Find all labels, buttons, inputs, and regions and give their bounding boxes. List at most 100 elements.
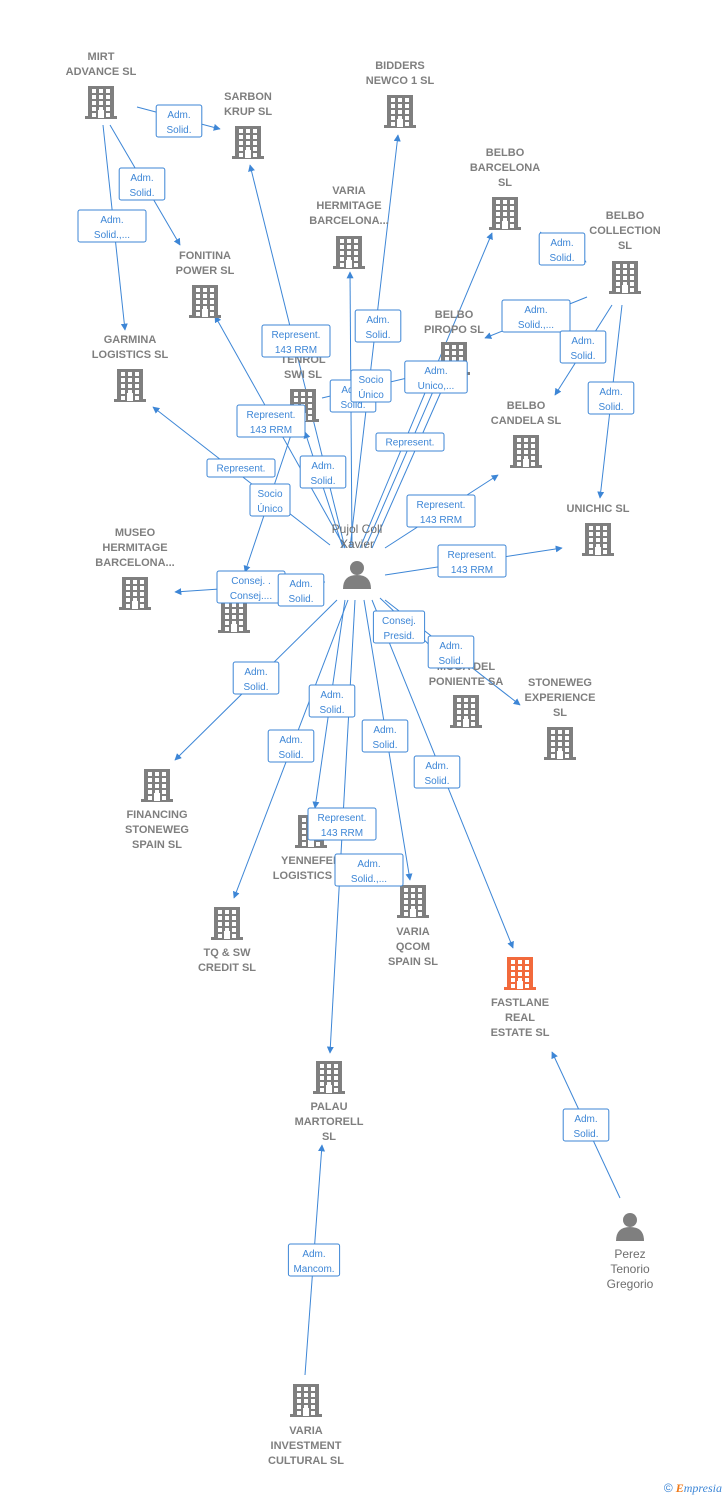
relation-label-line: Solid. — [438, 656, 463, 667]
node-label-line: BARCELONA... — [95, 557, 174, 569]
relation-label-line: Presid. — [383, 631, 414, 642]
building-icon — [510, 435, 542, 468]
company-node-museo[interactable]: MUSEOHERMITAGEBARCELONA... — [95, 527, 175, 610]
node-label-line: KRUP SL — [224, 106, 272, 118]
relation-label: Adm. Solid. — [299, 455, 347, 489]
relation-label-line: Adm. — [424, 366, 447, 377]
node-label-line: GARMINA — [104, 334, 157, 346]
relation-label-line: Adm. — [574, 1114, 597, 1125]
node-label-line: FINANCING — [126, 809, 187, 821]
building-icon — [504, 957, 536, 990]
node-label-line: ESTATE SL — [491, 1027, 550, 1039]
node-label-line: LOGISTICS SL — [273, 870, 350, 882]
relation-label: Represent. — [206, 458, 276, 478]
relation-label: Adm.Solid. — [354, 309, 402, 343]
building-icon — [290, 1384, 322, 1417]
relation-label-line: Represent. — [448, 550, 497, 561]
relation-label-line: Adm. — [311, 461, 334, 472]
brand-initial: E — [675, 1481, 684, 1495]
node-label-line: COLLECTION — [589, 225, 661, 237]
node-label-line: SL — [498, 177, 512, 189]
node-label-line: PALAU — [310, 1101, 347, 1113]
building-icon — [609, 261, 641, 294]
relation-label-line: Represent. — [417, 500, 466, 511]
relation-label-line: Solid. — [372, 740, 397, 751]
relation-label-line: Unico,... — [418, 381, 455, 392]
node-label-line: BELBO — [507, 400, 546, 412]
relation-label-line: Represent. — [318, 813, 367, 824]
relation-label-line: Solid. — [598, 402, 623, 413]
building-icon — [489, 197, 521, 230]
relation-label-line: Socio — [358, 375, 383, 386]
node-label-line: BELBO — [435, 309, 474, 321]
building-icon — [189, 285, 221, 318]
relation-label: Adm.Solid. — [155, 104, 203, 138]
relation-label-line: Solid. — [129, 188, 154, 199]
company-node-unichic[interactable]: UNICHIC SL — [567, 503, 630, 556]
relation-label-line: Solid.,... — [94, 230, 130, 241]
relation-label-line: Mancom. — [293, 1264, 334, 1275]
relation-label-line: Solid. — [340, 400, 365, 411]
node-label-line: HERMITAGE — [316, 200, 381, 212]
company-node-fastlane[interactable]: FASTLANE REAL ESTATE SL — [491, 957, 550, 1039]
node-label-line: PIROPO SL — [424, 324, 484, 336]
relation-label: Adm. Solid. — [427, 635, 475, 669]
relation-label-line: Único — [358, 388, 384, 401]
node-label-line: HERMITAGE — [102, 542, 167, 554]
brand-name: mpresia — [683, 1481, 722, 1495]
node-label-line: STONEWEG — [125, 824, 189, 836]
company-node-belbo_can[interactable]: BELBO CANDELA SL — [491, 400, 562, 468]
relation-label: Represent.143 RRM — [236, 404, 306, 438]
relation-label-line: Solid. — [424, 776, 449, 787]
node-label-line: NEWCO 1 SL — [366, 75, 435, 87]
node-label-line: YENNEFER — [281, 855, 341, 867]
node-label-line: QCOM — [396, 941, 430, 953]
relation-label: Adm.Solid.,... — [501, 299, 571, 333]
node-label-line: FASTLANE — [491, 997, 549, 1009]
node-label-line: REAL — [505, 1012, 535, 1024]
node-label-line: BIDDERS — [375, 60, 425, 72]
relation-label-line: Solid. — [570, 351, 595, 362]
relation-label: Represent.143 RRM — [406, 494, 476, 528]
node-label-line: INVESTMENT — [271, 1440, 342, 1452]
relation-label-line: Solid.,... — [518, 320, 554, 331]
relation-label: Adm.Solid. — [308, 684, 356, 718]
relation-label-line: Consej. — [382, 616, 416, 627]
relation-label-line: Adm. — [439, 641, 462, 652]
relation-label: Adm.Solid. — [587, 381, 635, 415]
building-icon — [313, 1061, 345, 1094]
company-node-varia_herm[interactable]: VARIAHERMITAGEBARCELONA... — [309, 185, 389, 269]
relation-label: Represent. — [375, 432, 445, 452]
relation-label-line: Represent. — [217, 464, 266, 475]
node-label-line: CANDELA SL — [491, 415, 562, 427]
relation-label-line: Adm. — [357, 859, 380, 870]
node-label-line: BARCELONA... — [309, 215, 388, 227]
relation-label: Adm.Solid. — [562, 1108, 610, 1142]
relation-label-line: Solid. — [288, 594, 313, 605]
relation-label: Adm.Solid. — [277, 573, 325, 607]
company-node-bidders[interactable]: BIDDERS NEWCO 1 SL — [366, 60, 435, 128]
relation-label-line: Solid. — [319, 705, 344, 716]
relation-label-line: Solid. — [310, 476, 335, 487]
node-label-line: MIRT — [88, 51, 115, 63]
building-icon — [384, 95, 416, 128]
node-label-line: VARIA — [289, 1425, 322, 1437]
node-label-line: FONITINA — [179, 250, 231, 262]
